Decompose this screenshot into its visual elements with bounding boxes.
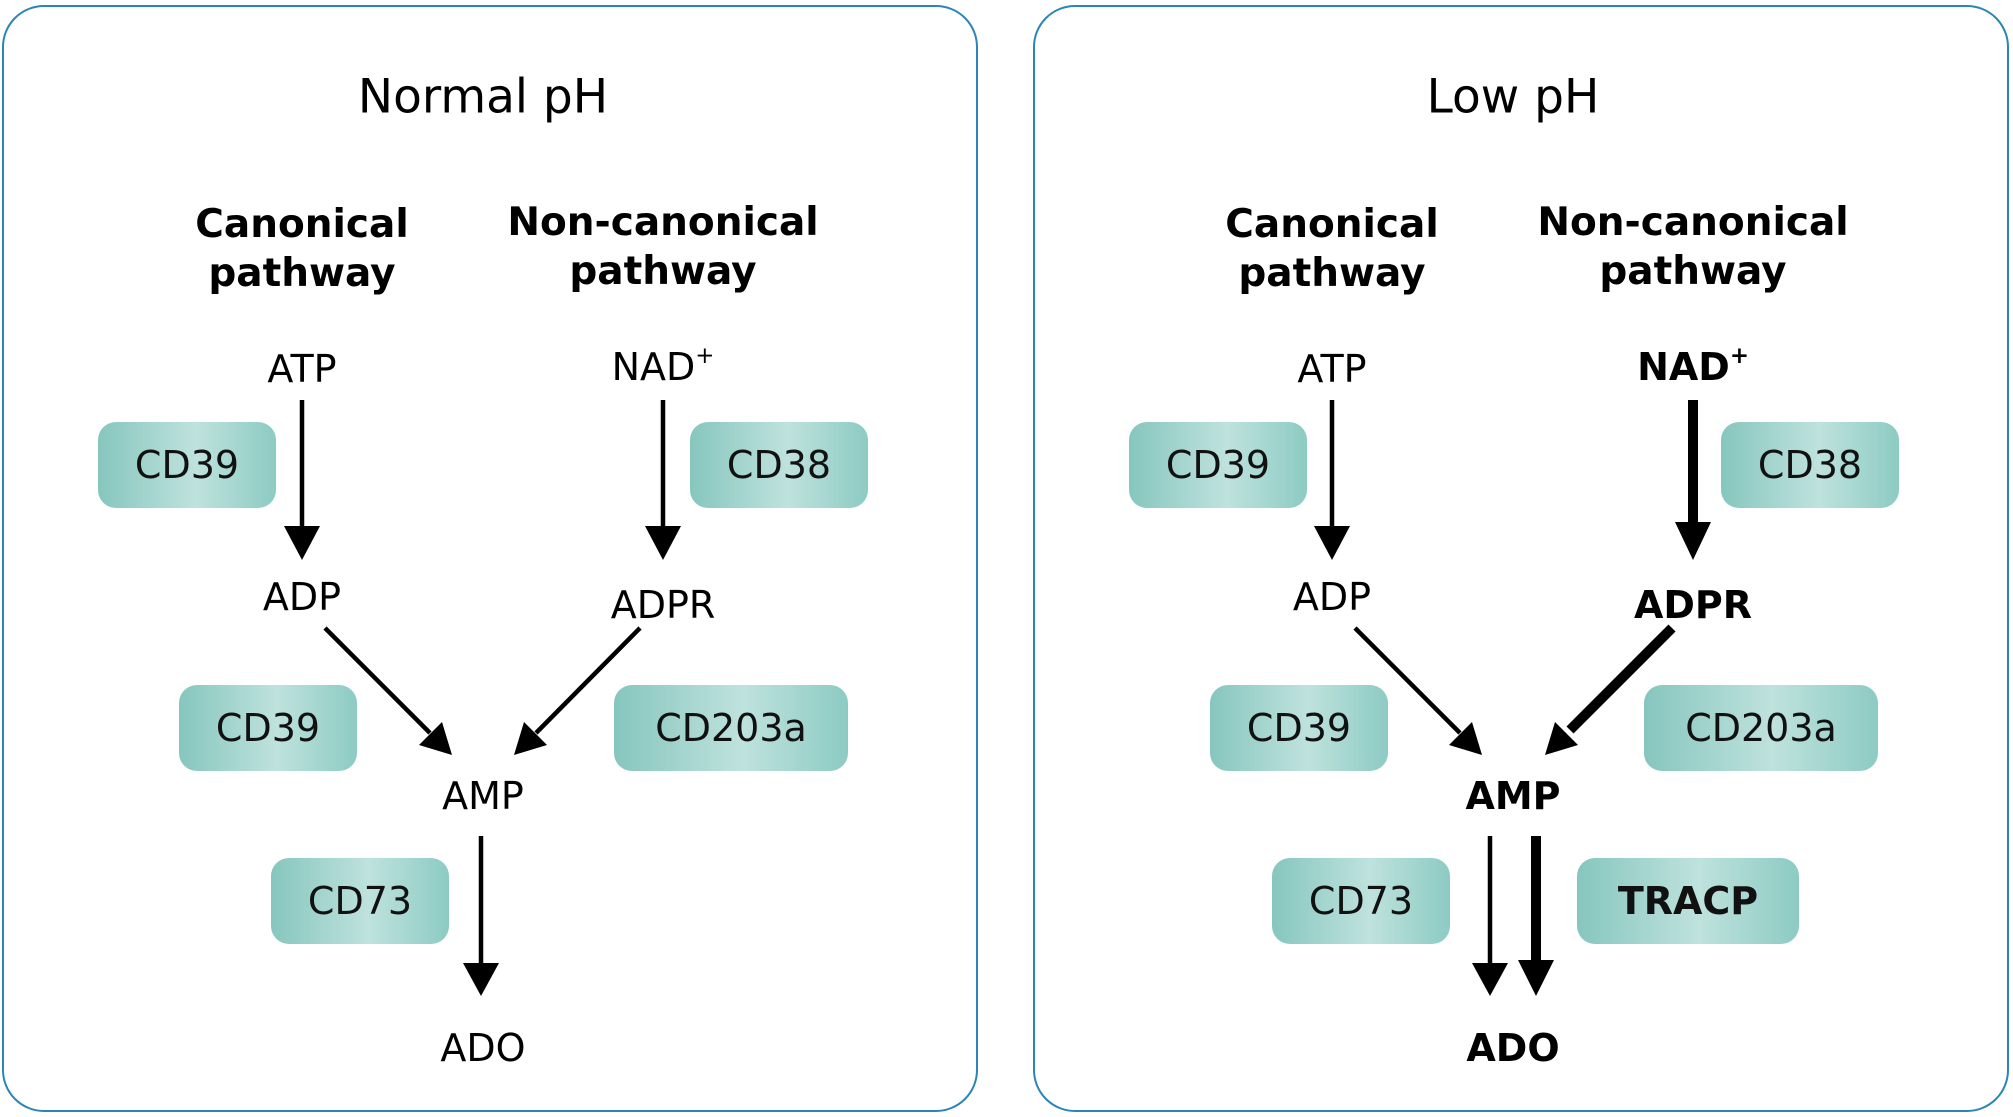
normal-cd203a-enzyme: CD203a <box>614 685 848 771</box>
low-canonical-line2: pathway <box>1238 251 1426 296</box>
low-tracp-enzyme: TRACP <box>1577 858 1799 944</box>
low-nad-adpr-arrowhead <box>1675 522 1711 560</box>
low-cd39-top-enzyme: CD39 <box>1129 422 1307 508</box>
normal-cd39-top-enzyme: CD39 <box>98 422 276 508</box>
normal-canonical-line1: Canonical <box>195 202 409 247</box>
low-noncanonical-line1: Non-canonical <box>1537 200 1849 245</box>
low-nad-superscript: + <box>1729 342 1749 369</box>
low-tracp-ado-arrowhead <box>1518 960 1554 996</box>
normal-adp-amp-arrowhead <box>419 722 452 755</box>
low-canonical-line1: Canonical <box>1225 202 1439 247</box>
normal-nad-superscript: + <box>695 342 715 369</box>
low-cd73-enzyme: CD73 <box>1272 858 1450 944</box>
normal-adpr-amp-arrowhead <box>514 722 547 755</box>
normal-nad-adpr-arrowhead <box>645 526 681 560</box>
normal-nad-label: NAD+ <box>611 345 715 389</box>
normal-adp-label: ADP <box>262 575 342 619</box>
low-ph-title: Low pH <box>1426 69 1600 125</box>
low-noncanonical-pathway-heading: Non-canonical pathway <box>1483 198 1903 296</box>
low-noncanonical-line2: pathway <box>1599 249 1787 294</box>
low-amp-label: AMP <box>1465 774 1561 818</box>
normal-adpr-to-amp-arrow <box>534 626 642 735</box>
normal-amp-label: AMP <box>442 774 524 818</box>
low-cd73-ado-arrowhead <box>1472 963 1508 996</box>
low-adpr-to-amp-arrow <box>1566 624 1676 734</box>
normal-canonical-line2: pathway <box>208 251 396 296</box>
normal-nad-text: NAD <box>611 345 696 389</box>
normal-noncanonical-line1: Non-canonical <box>507 200 819 245</box>
normal-atp-label: ATP <box>267 347 337 391</box>
low-ado-label: ADO <box>1466 1026 1560 1070</box>
normal-amp-ado-arrowhead <box>463 963 499 996</box>
normal-ado-label: ADO <box>440 1026 526 1070</box>
low-atp-adp-arrowhead <box>1314 526 1350 560</box>
low-cd203a-enzyme: CD203a <box>1644 685 1878 771</box>
normal-cd73-enzyme: CD73 <box>271 858 449 944</box>
normal-canonical-pathway-heading: Canonical pathway <box>92 200 512 298</box>
low-adpr-label: ADPR <box>1633 583 1753 627</box>
low-nad-label: NAD+ <box>1637 345 1749 389</box>
low-ph-panel <box>1033 5 2009 1112</box>
low-adp-amp-arrowhead <box>1449 722 1482 755</box>
low-atp-label: ATP <box>1297 347 1367 391</box>
normal-noncanonical-pathway-heading: Non-canonical pathway <box>453 198 873 296</box>
low-canonical-pathway-heading: Canonical pathway <box>1122 200 1542 298</box>
low-cd38-enzyme: CD38 <box>1721 422 1899 508</box>
low-nad-text: NAD <box>1637 345 1730 389</box>
low-adp-label: ADP <box>1292 575 1372 619</box>
normal-ph-panel <box>2 5 978 1112</box>
normal-adp-to-amp-arrow <box>323 626 432 735</box>
low-adp-to-amp-arrow <box>1353 626 1462 735</box>
normal-cd38-enzyme: CD38 <box>690 422 868 508</box>
normal-cd39-mid-enzyme: CD39 <box>179 685 357 771</box>
low-cd39-mid-enzyme: CD39 <box>1210 685 1388 771</box>
normal-ph-title: Normal pH <box>357 69 609 125</box>
normal-adpr-label: ADPR <box>610 583 716 627</box>
low-adpr-amp-arrowhead <box>1545 722 1578 755</box>
normal-noncanonical-line2: pathway <box>569 249 757 294</box>
normal-atp-adp-arrowhead <box>284 526 320 560</box>
